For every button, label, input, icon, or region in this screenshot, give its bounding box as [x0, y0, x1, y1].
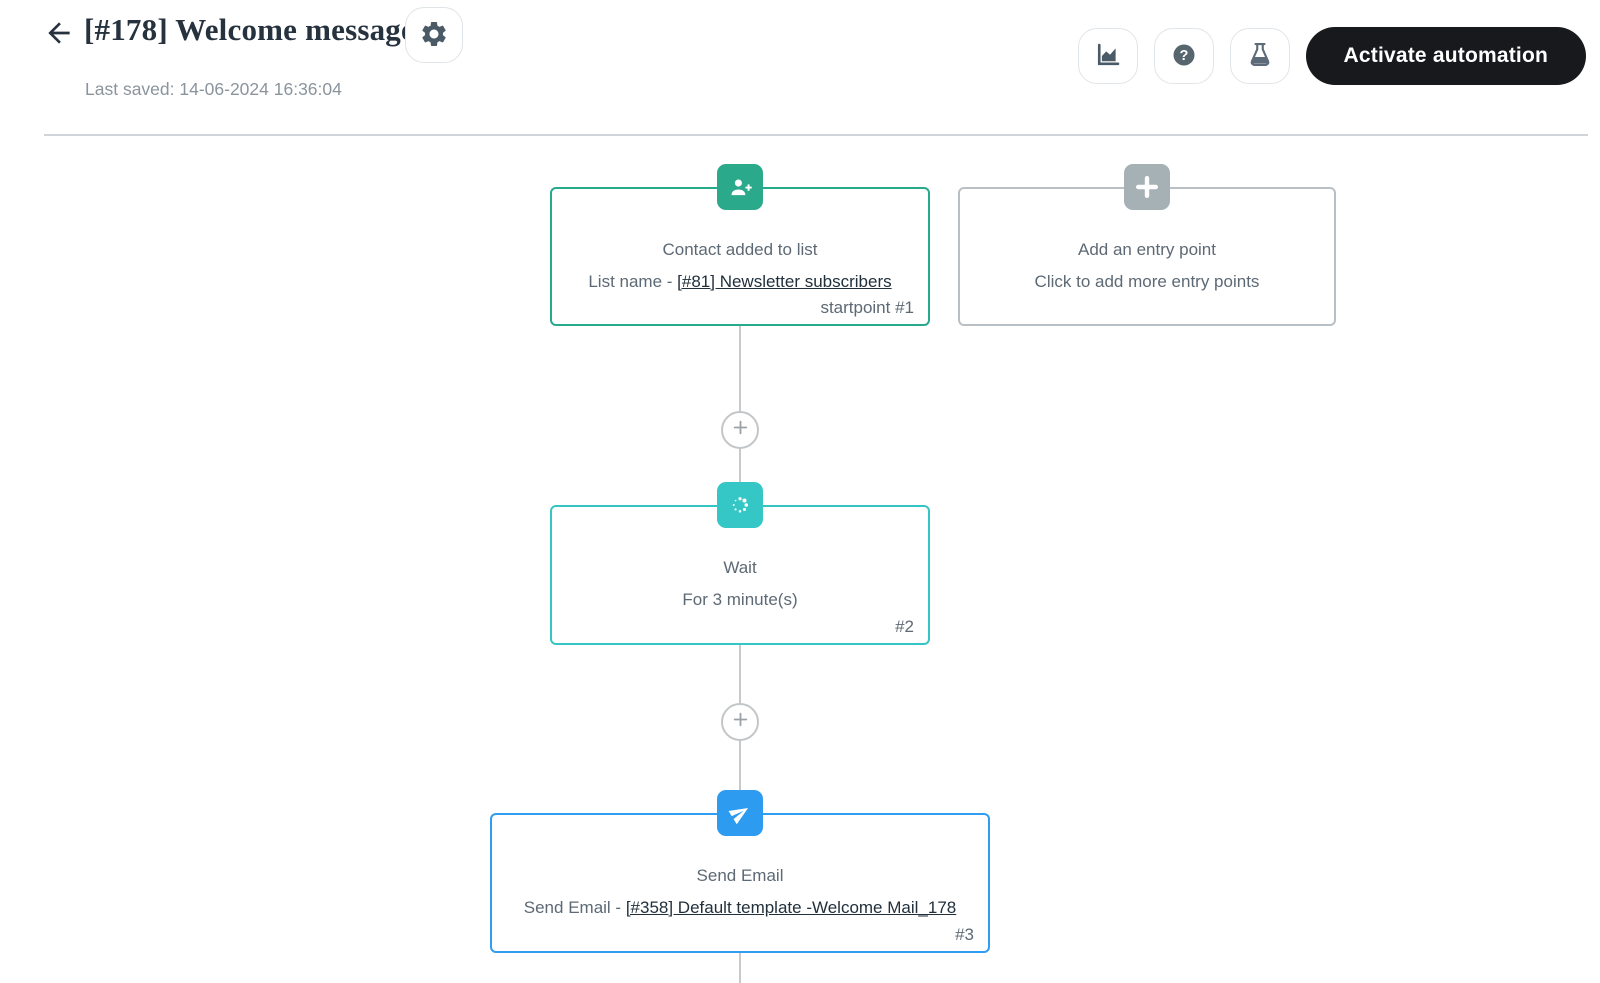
node-detail-prefix: List name - [588, 272, 678, 291]
connector-line [739, 953, 741, 983]
spinner-icon[interactable] [717, 482, 763, 528]
flask-icon [1245, 40, 1275, 73]
node-detail-prefix: Send Email - [523, 898, 626, 917]
add-step-button[interactable] [721, 703, 759, 741]
node-title: Contact added to list [662, 240, 818, 259]
node-title: Wait [723, 558, 757, 577]
ab-test-button[interactable] [1229, 28, 1290, 84]
add-step-button[interactable] [721, 411, 759, 449]
header-actions: ? Activate automation [1077, 27, 1586, 85]
send-icon[interactable] [717, 790, 763, 836]
plus-icon [732, 711, 749, 733]
list-link[interactable]: [#81] Newsletter subscribers [677, 272, 892, 291]
header-divider [44, 134, 1588, 136]
reports-button[interactable] [1077, 28, 1138, 84]
back-button[interactable] [42, 17, 76, 51]
question-circle-icon: ? [1170, 41, 1198, 72]
person-add-icon[interactable] [717, 164, 763, 210]
header: [#178] Welcome message Last saved: 14-06… [0, 0, 1600, 134]
node-subtitle: Click to add more entry points [1034, 272, 1260, 291]
settings-button[interactable] [405, 7, 463, 63]
node-badge: #3 [955, 925, 974, 944]
plus-icon[interactable] [1124, 164, 1170, 210]
arrow-left-icon [43, 22, 75, 52]
node-detail: Send Email - [#358] Default template -We… [492, 898, 988, 918]
workflow-canvas: Contact added to list List name - [#81] … [0, 136, 1600, 983]
area-chart-icon [1093, 40, 1123, 73]
svg-text:?: ? [1179, 47, 1188, 63]
help-button[interactable]: ? [1153, 28, 1214, 84]
trigger-node-contact-added[interactable]: Contact added to list List name - [#81] … [550, 187, 930, 326]
node-title: Add an entry point [1078, 240, 1216, 259]
node-title: Send Email [696, 866, 784, 885]
add-entry-point-node[interactable]: Add an entry point Click to add more ent… [958, 187, 1336, 326]
activate-automation-button[interactable]: Activate automation [1305, 27, 1586, 85]
send-email-node[interactable]: Send Email Send Email - [#358] Default t… [490, 813, 990, 953]
node-badge: #2 [895, 617, 914, 636]
plus-icon [732, 419, 749, 441]
node-badge: startpoint #1 [820, 298, 914, 317]
node-detail: List name - [#81] Newsletter subscribers [552, 272, 928, 292]
gear-icon [419, 19, 449, 52]
last-saved-timestamp: Last saved: 14-06-2024 16:36:04 [85, 79, 342, 99]
node-subtitle: For 3 minute(s) [682, 590, 798, 609]
template-link[interactable]: [#358] Default template -Welcome Mail_17… [625, 898, 957, 917]
page-title: [#178] Welcome message [84, 12, 415, 47]
